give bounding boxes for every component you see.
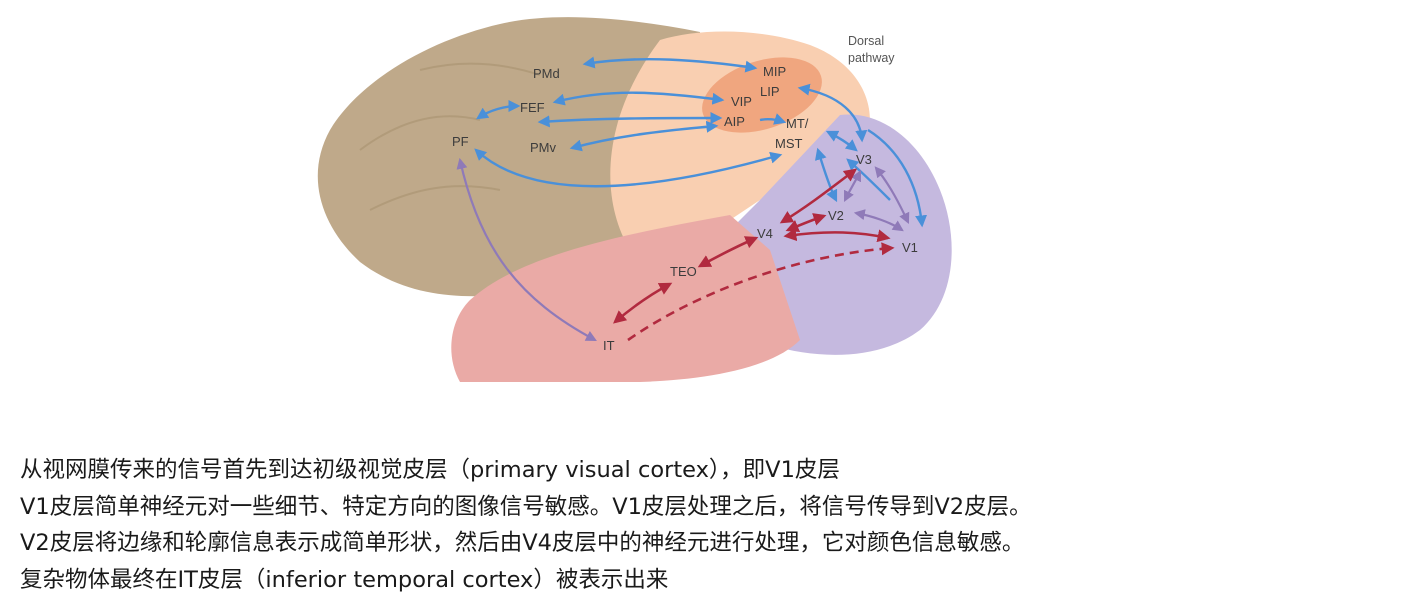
arrow-teo-v4 <box>697 236 759 268</box>
label-v4: V4 <box>757 226 773 241</box>
label-aip: AIP <box>724 114 745 129</box>
label-lip: LIP <box>760 84 780 99</box>
label-v1: V1 <box>902 240 918 255</box>
arrow-aip-mt <box>759 113 787 125</box>
arrow-lip-v3 <box>797 83 868 143</box>
label-mst: MST <box>775 136 803 151</box>
label-v2: V2 <box>828 208 844 223</box>
label-pmd: PMd <box>533 66 560 81</box>
intraparietal-area <box>702 57 822 133</box>
label-pmv: PMv <box>530 140 557 155</box>
label-dorsal: Dorsal <box>848 34 884 48</box>
arrow-fef-aip <box>537 112 723 128</box>
label-fef: FEF <box>520 100 545 115</box>
caption-line-4: 复杂物体最终在IT皮层（inferior temporal cortex）被表示… <box>20 566 669 593</box>
arrow-it-teo <box>613 282 673 324</box>
arrow-mt-v3 <box>825 130 858 152</box>
label-v3: V3 <box>856 152 872 167</box>
caption-line-2: V1皮层简单神经元对一些细节、特定方向的图像信号敏感。V1皮层处理之后，将信号传… <box>20 493 1032 520</box>
arrow-it-v1-dashed <box>627 242 895 342</box>
frontal-sulcus <box>419 62 541 76</box>
arrow-fef-vip <box>552 91 725 106</box>
caption: 从视网膜传来的信号首先到达初级视觉皮层（primary visual corte… <box>20 452 1410 598</box>
arrow-pf-it <box>456 157 597 342</box>
arrow-pmv-aip <box>569 120 719 152</box>
visual-pathway-diagram: PMd FEF PF PMv MIP LIP VIP AIP MT/ MST V… <box>317 17 952 382</box>
caption-line-1: 从视网膜传来的信号首先到达初级视觉皮层（primary visual corte… <box>20 457 840 483</box>
label-mt: MT/ <box>786 116 809 131</box>
caption-line-3: V2皮层将边缘和轮廓信息表示成简单形状，然后由V4皮层中的神经元进行处理，它对颜… <box>20 530 1025 556</box>
arrow-pf-fef <box>476 100 521 120</box>
arrow-pmd-mip <box>582 56 758 73</box>
label-it: IT <box>603 338 615 353</box>
label-teo: TEO <box>670 264 697 279</box>
arrow-v3-v1-purple <box>874 166 910 224</box>
frontal-sulcus <box>359 115 481 151</box>
arrow-v4-v1 <box>783 228 891 243</box>
arrow-v2-v1 <box>853 209 904 232</box>
label-pathway: pathway <box>848 51 895 65</box>
label-mip: MIP <box>763 64 786 79</box>
label-vip: VIP <box>731 94 752 109</box>
label-pf: PF <box>452 134 469 149</box>
